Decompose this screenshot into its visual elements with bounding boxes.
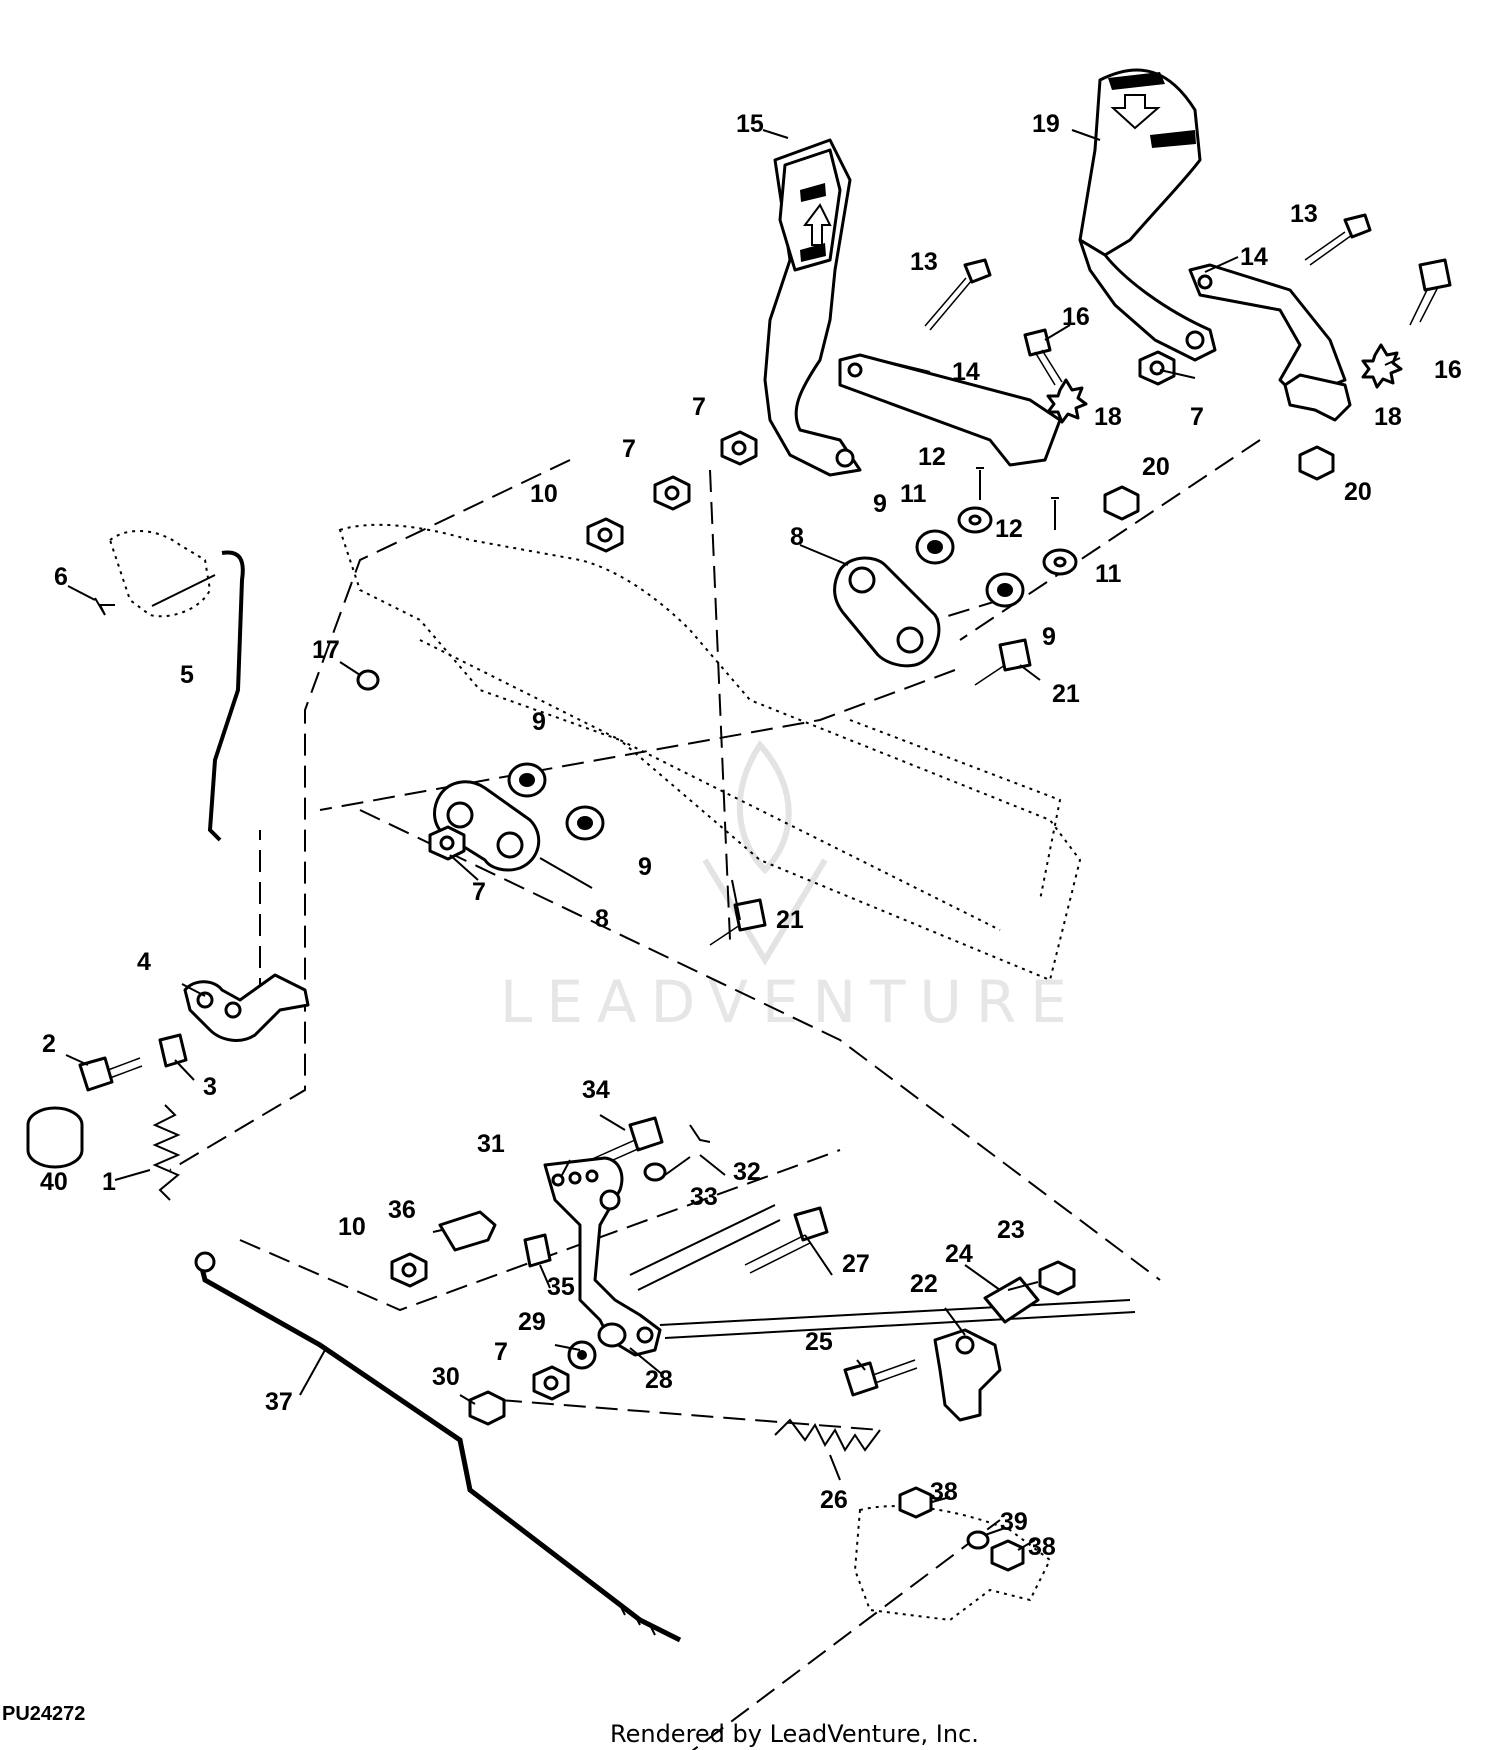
callout-23: 23 [997,1216,1025,1244]
callout-16a: 16 [1062,303,1090,331]
callout-24: 24 [945,1240,973,1268]
watermark-text: LEADVENTURE [500,968,1081,1036]
watermark-flame-logo [702,740,828,966]
callout-40: 40 [40,1168,68,1196]
link-plates [433,556,941,872]
callout-7a: 7 [692,393,706,421]
callout-14b: 14 [1240,243,1268,271]
callout-7e: 7 [494,1338,508,1366]
callout-10b: 10 [338,1213,366,1241]
leader-lines [65,129,1401,1551]
callout-9d: 9 [638,853,652,881]
main-rod [194,1251,682,1643]
callout-2: 2 [42,1030,56,1058]
callout-37: 37 [265,1388,293,1416]
callout-25: 25 [805,1328,833,1356]
callout-18a: 18 [1094,403,1122,431]
reverse-pedal [1078,68,1217,362]
callout-5: 5 [180,661,194,689]
callout-12a: 12 [918,443,946,471]
callout-38b: 38 [1028,1533,1056,1561]
lower-left-linkage [26,550,310,1201]
callout-16b: 16 [1434,356,1462,384]
callout-13a: 13 [910,248,938,276]
callout-21b: 21 [776,906,804,934]
callout-26: 26 [820,1486,848,1514]
callout-33: 33 [690,1183,718,1211]
callout-31: 31 [477,1130,505,1158]
callout-12b: 12 [995,515,1023,543]
callout-35: 35 [547,1273,575,1301]
callout-4: 4 [137,948,151,976]
callout-7c: 7 [1190,403,1204,431]
callout-38a: 38 [930,1478,958,1506]
callout-8a: 8 [790,523,804,551]
assembly-lines [169,439,1261,1750]
callout-9a: 9 [873,490,887,518]
callout-28: 28 [645,1366,673,1394]
callout-19: 19 [1032,110,1060,138]
callout-13b: 13 [1290,200,1318,228]
fasteners [356,343,1403,1401]
callout-7d: 7 [472,878,486,906]
callout-15: 15 [736,110,764,138]
lower-bracket-assembly [438,1124,1136,1426]
callout-34: 34 [582,1076,610,1104]
lower-right-assembly [774,1260,1076,1572]
callout-29: 29 [518,1308,546,1336]
callout-7b: 7 [622,435,636,463]
callout-20a: 20 [1142,453,1170,481]
frame-outline [108,523,1082,1622]
callout-10a: 10 [530,480,558,508]
callout-17: 17 [312,636,340,664]
callout-1: 1 [102,1168,116,1196]
callout-30: 30 [432,1363,460,1391]
callout-20b: 20 [1344,478,1372,506]
callout-32: 32 [733,1158,761,1186]
callout-6: 6 [54,563,68,591]
render-credit: Rendered by LeadVenture, Inc. [610,1720,979,1748]
callout-18b: 18 [1374,403,1402,431]
pedal-arms [838,263,1352,467]
callout-36: 36 [388,1196,416,1224]
callout-14a: 14 [952,358,980,386]
callout-labels: 1 2 3 4 5 6 7 7 7 7 7 8 8 9 9 9 9 10 10 … [40,110,1462,1561]
callout-39: 39 [1000,1508,1028,1536]
watermark: LEADVENTURE [500,740,1081,1036]
callout-11b: 11 [1095,560,1122,588]
callout-21a: 21 [1052,680,1080,708]
callout-27: 27 [842,1250,870,1278]
callout-11a: 11 [900,480,927,508]
bolts [78,213,1452,1397]
callout-22: 22 [910,1270,938,1298]
callout-8b: 8 [595,905,609,933]
callout-9b: 9 [1042,623,1056,651]
forward-pedal [763,138,862,477]
callout-3: 3 [203,1073,217,1101]
figure-id: PU24272 [2,1703,85,1725]
callout-9c: 9 [532,708,546,736]
